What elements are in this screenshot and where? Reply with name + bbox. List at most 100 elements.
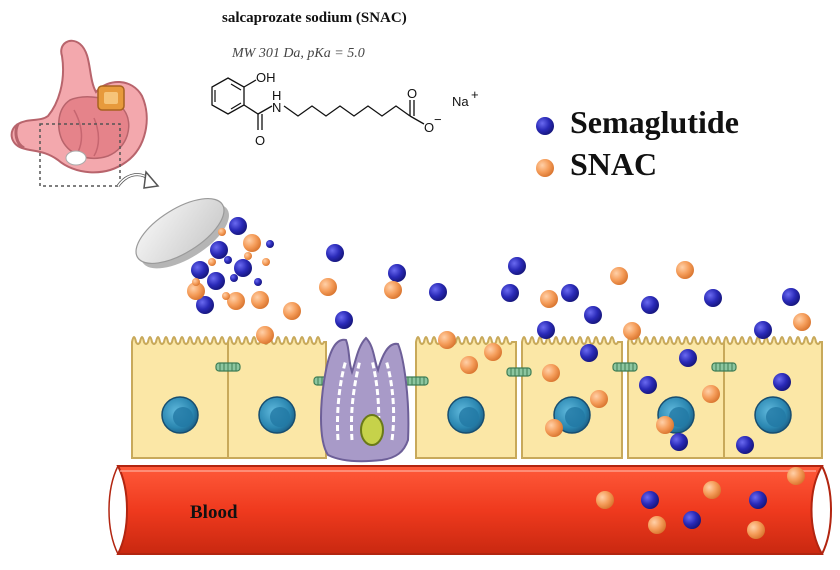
snac-properties: MW 301 Da, pKa = 5.0 bbox=[232, 46, 365, 61]
snac-structure: OH H N O O O − Na + bbox=[211, 70, 479, 148]
snac-particle bbox=[243, 234, 261, 252]
snac-particle bbox=[244, 252, 252, 260]
snac-particle bbox=[262, 258, 270, 266]
snac-particle bbox=[648, 516, 666, 534]
nucleolus bbox=[173, 407, 193, 427]
nucleolus bbox=[459, 407, 479, 427]
legend-semaglutide-marker bbox=[536, 117, 554, 135]
semaglutide-particle bbox=[754, 321, 772, 339]
tight-junction bbox=[403, 376, 429, 386]
semaglutide-particle bbox=[537, 321, 555, 339]
snac-particle bbox=[218, 228, 226, 236]
semaglutide-particle bbox=[584, 306, 602, 324]
snac-particle bbox=[251, 291, 269, 309]
snac-particle bbox=[438, 331, 456, 349]
carbonyl-o-label: O bbox=[255, 133, 265, 148]
semaglutide-particle bbox=[679, 349, 697, 367]
semaglutide-particle bbox=[429, 283, 447, 301]
snac-particle bbox=[793, 313, 811, 331]
h-label: H bbox=[272, 88, 281, 103]
legend-semaglutide-label: Semaglutide bbox=[570, 104, 739, 140]
semaglutide-particle bbox=[196, 296, 214, 314]
na-label: Na bbox=[452, 94, 469, 109]
semaglutide-particle bbox=[580, 344, 598, 362]
o-minus-label: O bbox=[424, 120, 434, 135]
snac-particle bbox=[676, 261, 694, 279]
tablet bbox=[135, 197, 229, 269]
tight-junction bbox=[711, 362, 737, 372]
snac-particle bbox=[384, 281, 402, 299]
snac-particle bbox=[610, 267, 628, 285]
snac-particle bbox=[208, 258, 216, 266]
snac-particle bbox=[656, 416, 674, 434]
epithelial-layer bbox=[131, 336, 823, 459]
snac-particle bbox=[187, 282, 205, 300]
semaglutide-particle bbox=[773, 373, 791, 391]
semaglutide-particle bbox=[234, 259, 252, 277]
nucleolus bbox=[270, 407, 290, 427]
semaglutide-particle bbox=[501, 284, 519, 302]
tight-junction bbox=[612, 362, 638, 372]
snac-particle bbox=[484, 343, 502, 361]
semaglutide-particle bbox=[191, 261, 209, 279]
stomach-zoom-box bbox=[39, 123, 121, 187]
snac-particle bbox=[542, 364, 560, 382]
semaglutide-particle bbox=[210, 241, 228, 259]
snac-particle bbox=[703, 481, 721, 499]
semaglutide-particle bbox=[224, 256, 232, 264]
snac-particle bbox=[460, 356, 478, 374]
snac-particle bbox=[319, 278, 337, 296]
nucleolus bbox=[669, 407, 689, 427]
plus-charge: + bbox=[471, 87, 479, 102]
semaglutide-particle bbox=[749, 491, 767, 509]
blood-label: Blood bbox=[190, 502, 238, 523]
acid-o-label: O bbox=[407, 86, 417, 101]
oh-label: OH bbox=[256, 70, 276, 85]
particles-group bbox=[187, 217, 811, 539]
semaglutide-particle bbox=[335, 311, 353, 329]
semaglutide-particle bbox=[266, 240, 274, 248]
stomach-illustration bbox=[10, 39, 148, 174]
semaglutide-particle bbox=[229, 217, 247, 235]
semaglutide-particle bbox=[670, 433, 688, 451]
snac-particle bbox=[747, 521, 765, 539]
nucleolus bbox=[766, 407, 786, 427]
semaglutide-particle bbox=[639, 376, 657, 394]
semaglutide-particle bbox=[230, 274, 238, 282]
legend-snac-label: SNAC bbox=[570, 146, 658, 182]
snac-particle bbox=[787, 467, 805, 485]
semaglutide-particle bbox=[704, 289, 722, 307]
n-label: N bbox=[272, 100, 281, 115]
semaglutide-particle bbox=[641, 491, 659, 509]
snac-title: salcaprozate sodium (SNAC) bbox=[222, 10, 407, 26]
snac-particle bbox=[623, 322, 641, 340]
snac-particle bbox=[222, 292, 230, 300]
goblet-cell bbox=[320, 336, 410, 463]
semaglutide-particle bbox=[388, 264, 406, 282]
snac-particle bbox=[192, 278, 200, 286]
snac-particle bbox=[545, 419, 563, 437]
semaglutide-particle bbox=[254, 278, 262, 286]
snac-particle bbox=[540, 290, 558, 308]
semaglutide-particle bbox=[508, 257, 526, 275]
nucleolus bbox=[565, 407, 585, 427]
snac-particle bbox=[590, 390, 608, 408]
minus-charge: − bbox=[434, 112, 442, 127]
semaglutide-particle bbox=[207, 272, 225, 290]
snac-particle bbox=[596, 491, 614, 509]
tight-junction bbox=[215, 362, 241, 372]
snac-particle bbox=[283, 302, 301, 320]
curved-arrow-icon bbox=[116, 170, 160, 189]
snac-particle bbox=[702, 385, 720, 403]
semaglutide-particle bbox=[326, 244, 344, 262]
blood-vessel bbox=[108, 465, 832, 555]
snac-particle bbox=[256, 326, 274, 344]
tight-junction bbox=[506, 367, 532, 377]
semaglutide-particle bbox=[641, 296, 659, 314]
semaglutide-particle bbox=[683, 511, 701, 529]
legend-snac-marker bbox=[536, 159, 554, 177]
semaglutide-particle bbox=[782, 288, 800, 306]
snac-particle bbox=[227, 292, 245, 310]
